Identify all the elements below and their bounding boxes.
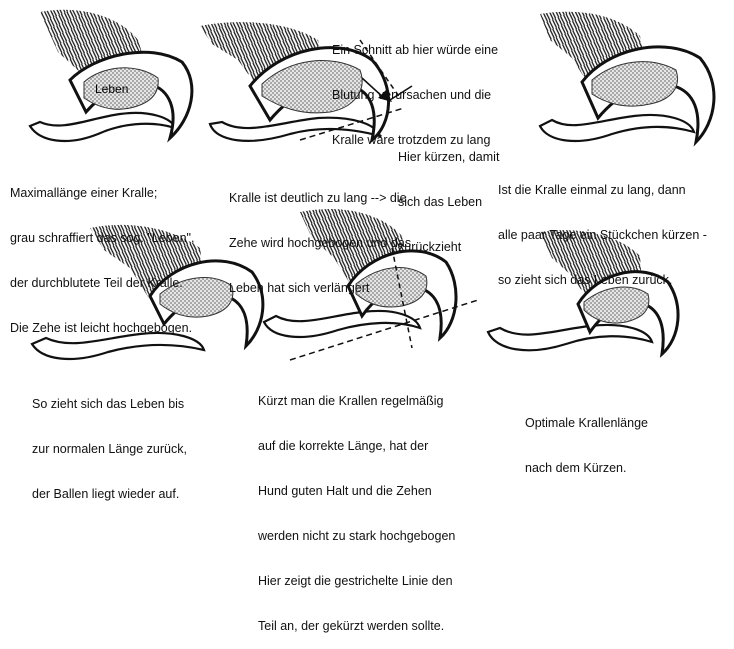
caption-line: Maximallänge einer Kralle; <box>10 186 194 201</box>
caption-line: Kralle ist deutlich zu lang --> die <box>229 191 411 206</box>
caption-line: so zieht sich das Leben zurück. <box>498 273 707 288</box>
caption-line: Hier zeigt die gestrichelte Linie den <box>258 574 455 589</box>
caption-line: der Ballen liegt wieder auf. <box>32 487 187 502</box>
caption-line: Teil an, der gekürzt werden sollte. <box>258 619 455 634</box>
caption-panel-1: Maximallänge einer Kralle; grau schraffi… <box>10 156 194 351</box>
caption-line: Leben hat sich verlängert <box>229 281 411 296</box>
caption-line: Die Zehe ist leicht hochgebogen. <box>10 321 194 336</box>
note-line: Hier kürzen, damit <box>398 150 499 165</box>
caption-panel-3: Ist die Kralle einmal zu lang, dann alle… <box>498 153 707 303</box>
caption-line: Ist die Kralle einmal zu lang, dann <box>498 183 707 198</box>
caption-line: grau schraffiert das sog. "Leben", <box>10 231 194 246</box>
leben-label: Leben <box>95 82 128 96</box>
note-line: sich das Leben <box>398 195 499 210</box>
caption-panel-4: So zieht sich das Leben bis zur normalen… <box>32 367 187 517</box>
note-line: Ein Schnitt ab hier würde eine <box>332 43 498 58</box>
caption-panel-2: Kralle ist deutlich zu lang --> die Zehe… <box>229 161 411 311</box>
caption-line: Hund guten Halt und die Zehen <box>258 484 455 499</box>
caption-line: Optimale Krallenlänge <box>525 416 648 431</box>
caption-line: nach dem Kürzen. <box>525 461 648 476</box>
caption-panel-6: Optimale Krallenlänge nach dem Kürzen. <box>525 386 648 491</box>
claw-illustration-3 <box>540 12 714 142</box>
note-line: zurückzieht <box>398 240 499 255</box>
note-line: Blutung verursachen und die <box>332 88 498 103</box>
caption-line: Kürzt man die Krallen regelmäßig <box>258 394 455 409</box>
caption-line: Zehe wird hochgebogen und das <box>229 236 411 251</box>
caption-line: werden nicht zu stark hochgebogen <box>258 529 455 544</box>
caption-panel-5: Kürzt man die Krallen regelmäßig auf die… <box>258 364 455 649</box>
caption-line: auf die korrekte Länge, hat der <box>258 439 455 454</box>
claw-illustration-1 <box>30 10 192 141</box>
caption-line: So zieht sich das Leben bis <box>32 397 187 412</box>
caption-line: alle paar Tage ein Stückchen kürzen - <box>498 228 707 243</box>
caption-line: der durchblutete Teil der Kralle. <box>10 276 194 291</box>
note-cut-here: Hier kürzen, damit sich das Leben zurück… <box>398 120 499 270</box>
